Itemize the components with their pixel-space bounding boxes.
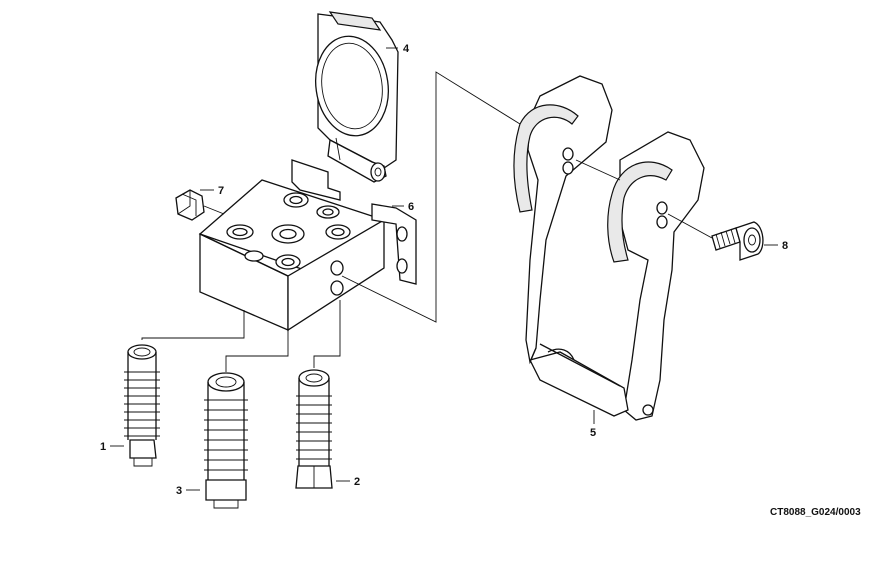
valve-block <box>198 159 417 332</box>
callout-3: 3 <box>176 485 182 497</box>
callout-8: 8 <box>782 240 788 252</box>
figure-reference-code: CT8088_G024/0003 <box>770 507 861 518</box>
assembly-guide-lines <box>141 71 713 372</box>
part-1-spring-cartridge <box>124 344 160 467</box>
callout-1: 1 <box>100 441 106 453</box>
callout-5: 5 <box>590 427 596 439</box>
part-8-bolt <box>711 221 764 261</box>
callout-leaders <box>110 47 778 491</box>
callout-6: 6 <box>408 201 414 213</box>
part-4-lens-plate <box>315 11 399 183</box>
part-2-spring-cartridge <box>295 369 333 489</box>
callout-7: 7 <box>218 185 224 197</box>
callout-2: 2 <box>354 476 360 488</box>
part-5-swing-arm <box>513 75 705 421</box>
part-3-spring-cartridge <box>204 372 248 509</box>
callout-4: 4 <box>403 43 410 55</box>
part-7-cap-nut <box>175 189 205 221</box>
